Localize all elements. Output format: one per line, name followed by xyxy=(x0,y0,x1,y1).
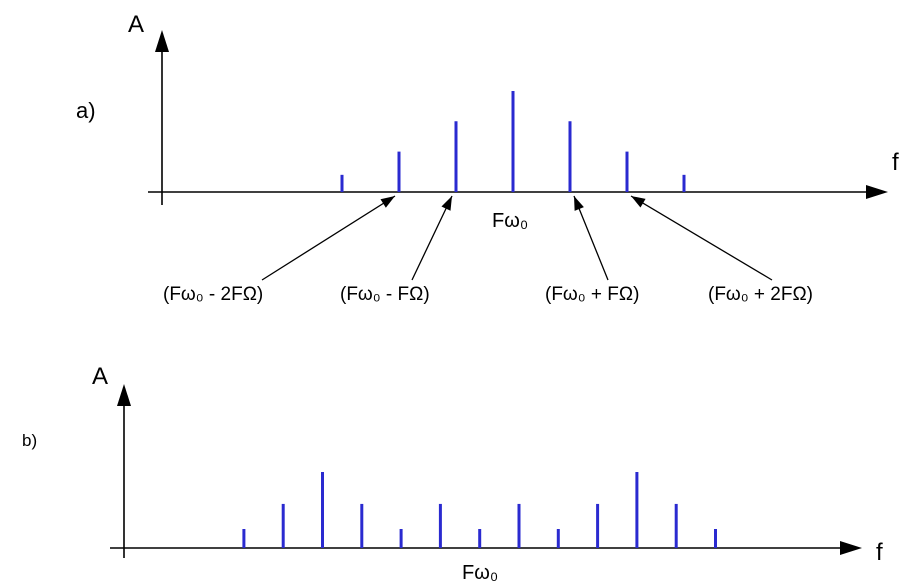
panel-a-spectral-lines xyxy=(340,91,686,192)
panel-a-y-arrow xyxy=(155,30,169,52)
callout-line-3 xyxy=(630,195,773,281)
callout-arrowhead-2 xyxy=(574,196,584,211)
panel-a-x-arrow xyxy=(866,185,888,199)
panel-b-center-label: Fω₀ xyxy=(462,562,498,584)
panel-a: A f a) Fω₀ (Fω₀ - 2FΩ) (Fω₀ - FΩ) (Fω₀ + F… xyxy=(76,11,899,305)
panel-b-label: b) xyxy=(22,431,37,450)
panel-a-x-axis-label: f xyxy=(892,149,899,176)
callout-arrowhead-0 xyxy=(380,196,395,208)
panel-a-label: a) xyxy=(76,98,96,123)
callout-label-2: (Fω₀ + FΩ) xyxy=(545,284,639,305)
panel-b-spectral-lines xyxy=(242,472,717,548)
callout-arrowhead-3 xyxy=(631,196,646,208)
callout-label-1: (Fω₀ - FΩ) xyxy=(340,284,430,305)
panel-b: A f b) Fω₀ xyxy=(22,363,883,584)
panel-b-x-arrow xyxy=(840,541,862,555)
panel-b-y-arrow xyxy=(117,384,131,406)
panel-a-y-axis-label: A xyxy=(128,11,144,38)
callout-arrowhead-1 xyxy=(441,196,452,211)
panel-b-y-axis-label: A xyxy=(92,363,108,390)
callout-line-1 xyxy=(411,195,453,281)
callout-label-0: (Fω₀ - 2FΩ) xyxy=(163,284,263,305)
callout-line-2 xyxy=(573,195,609,281)
panel-a-callouts: (Fω₀ - 2FΩ) (Fω₀ - FΩ) (Fω₀ + FΩ) (Fω₀ + 2F… xyxy=(163,195,813,305)
panel-a-center-label: Fω₀ xyxy=(492,210,528,232)
callout-line-0 xyxy=(261,195,396,281)
callout-label-3: (Fω₀ + 2FΩ) xyxy=(708,284,813,305)
panel-b-x-axis-label: f xyxy=(876,539,883,566)
